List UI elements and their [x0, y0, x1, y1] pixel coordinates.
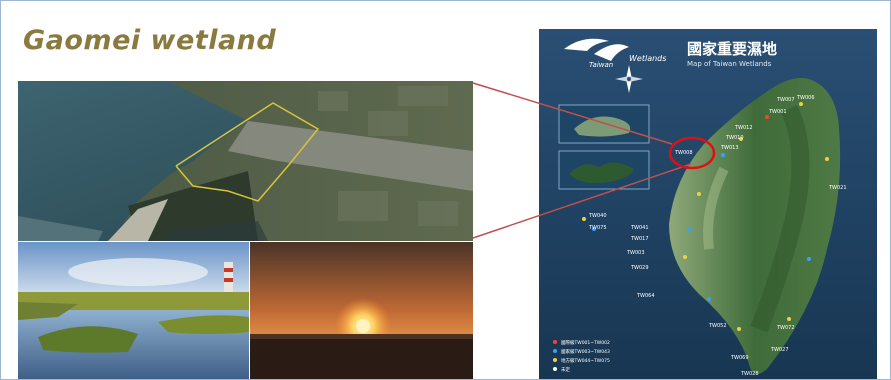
site-label: TW010 — [725, 135, 744, 141]
site-label: TW064 — [636, 293, 655, 299]
map-subheading: Map of Taiwan Wetlands — [687, 60, 772, 68]
site-label: TW069 — [730, 355, 749, 361]
slide-title: Gaomei wetland — [23, 25, 277, 56]
site-label: TW072 — [776, 325, 795, 331]
inset-kinmen — [558, 150, 650, 190]
map-legend: 國際級TW001~TW002 國家級TW003~TW043 地方級TW044~T… — [553, 339, 610, 373]
site-label: TW013 — [720, 145, 739, 151]
logo-sub-text: Taiwan — [589, 61, 613, 69]
site-label: TW041 — [630, 225, 649, 231]
legend-item: 國家級TW003~TW043 — [561, 348, 610, 355]
legend-item: 地方級TW044~TW075 — [561, 357, 610, 364]
sunset-photo — [250, 242, 473, 379]
map-heading: 國家重要濕地 — [687, 40, 777, 58]
inset-penghu — [558, 104, 650, 144]
site-label: TW075 — [588, 225, 607, 231]
site-label: TW006 — [796, 95, 815, 101]
site-label: TW001 — [768, 109, 787, 115]
logo-text: Wetlands — [629, 54, 666, 63]
site-label: TW027 — [770, 347, 789, 353]
wetlands-logo — [564, 38, 629, 61]
site-label: TW017 — [630, 236, 649, 242]
legend-item: 國際級TW001~TW002 — [561, 339, 610, 346]
marsh-photo — [18, 242, 249, 379]
site-label: TW029 — [630, 265, 649, 271]
site-label: TW040 — [588, 213, 607, 219]
legend-item: 未定 — [561, 366, 570, 373]
site-label: TW008 — [674, 150, 693, 156]
site-label: TW052 — [708, 323, 727, 329]
site-label: TW021 — [828, 185, 847, 191]
site-label: TW012 — [734, 125, 753, 131]
site-label: TW003 — [626, 250, 645, 256]
site-label: TW007 — [776, 97, 795, 103]
satellite-photo — [18, 81, 473, 241]
compass-icon — [615, 65, 643, 93]
taiwan-wetlands-map: Taiwan Wetlands 國家重要濕地 Map of Taiwan Wet… — [539, 29, 877, 379]
site-label: TW028 — [740, 371, 759, 377]
